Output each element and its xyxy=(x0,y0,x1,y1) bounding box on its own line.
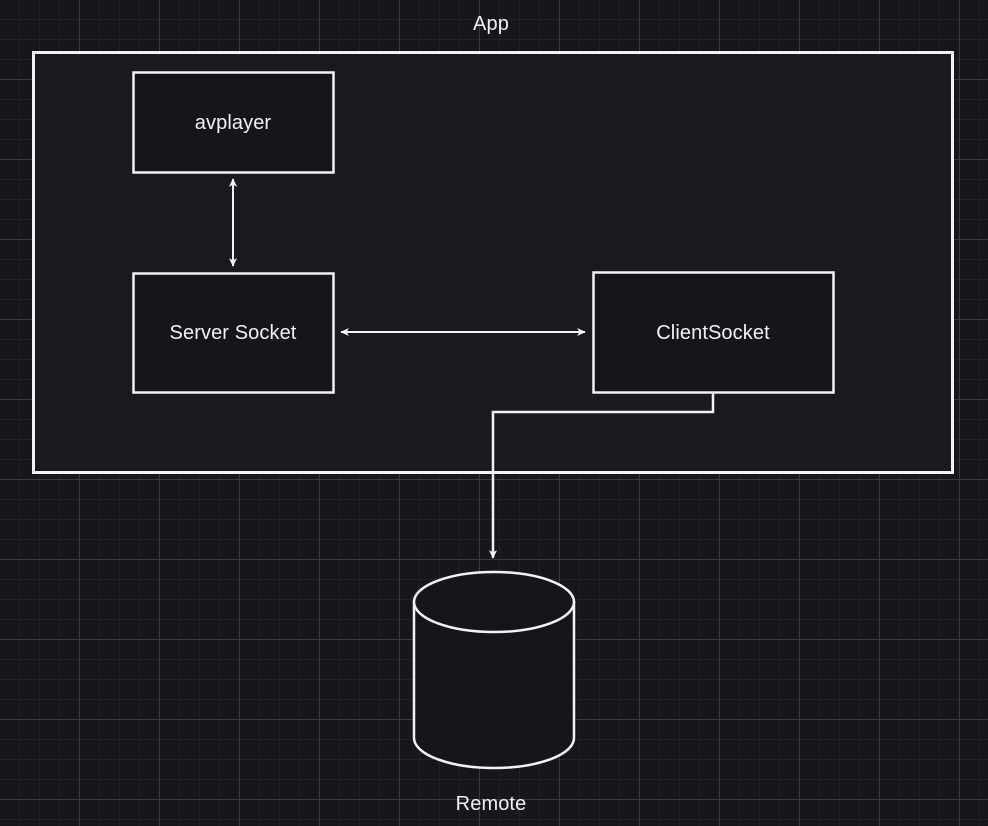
node-avplayer-label: avplayer xyxy=(194,112,272,134)
app-container-title: App xyxy=(473,13,509,35)
node-avplayer-box[interactable] xyxy=(132,71,335,174)
node-client-socket-box[interactable] xyxy=(592,271,835,394)
node-server-socket-label: Server Socket xyxy=(169,322,297,344)
node-remote-label: Remote xyxy=(455,793,527,815)
node-server-socket-box[interactable] xyxy=(132,272,335,394)
node-remote-cylinder[interactable] xyxy=(412,570,576,770)
node-client-socket-label: ClientSocket xyxy=(656,322,770,344)
edge-client-socket-remote[interactable] xyxy=(488,392,715,559)
